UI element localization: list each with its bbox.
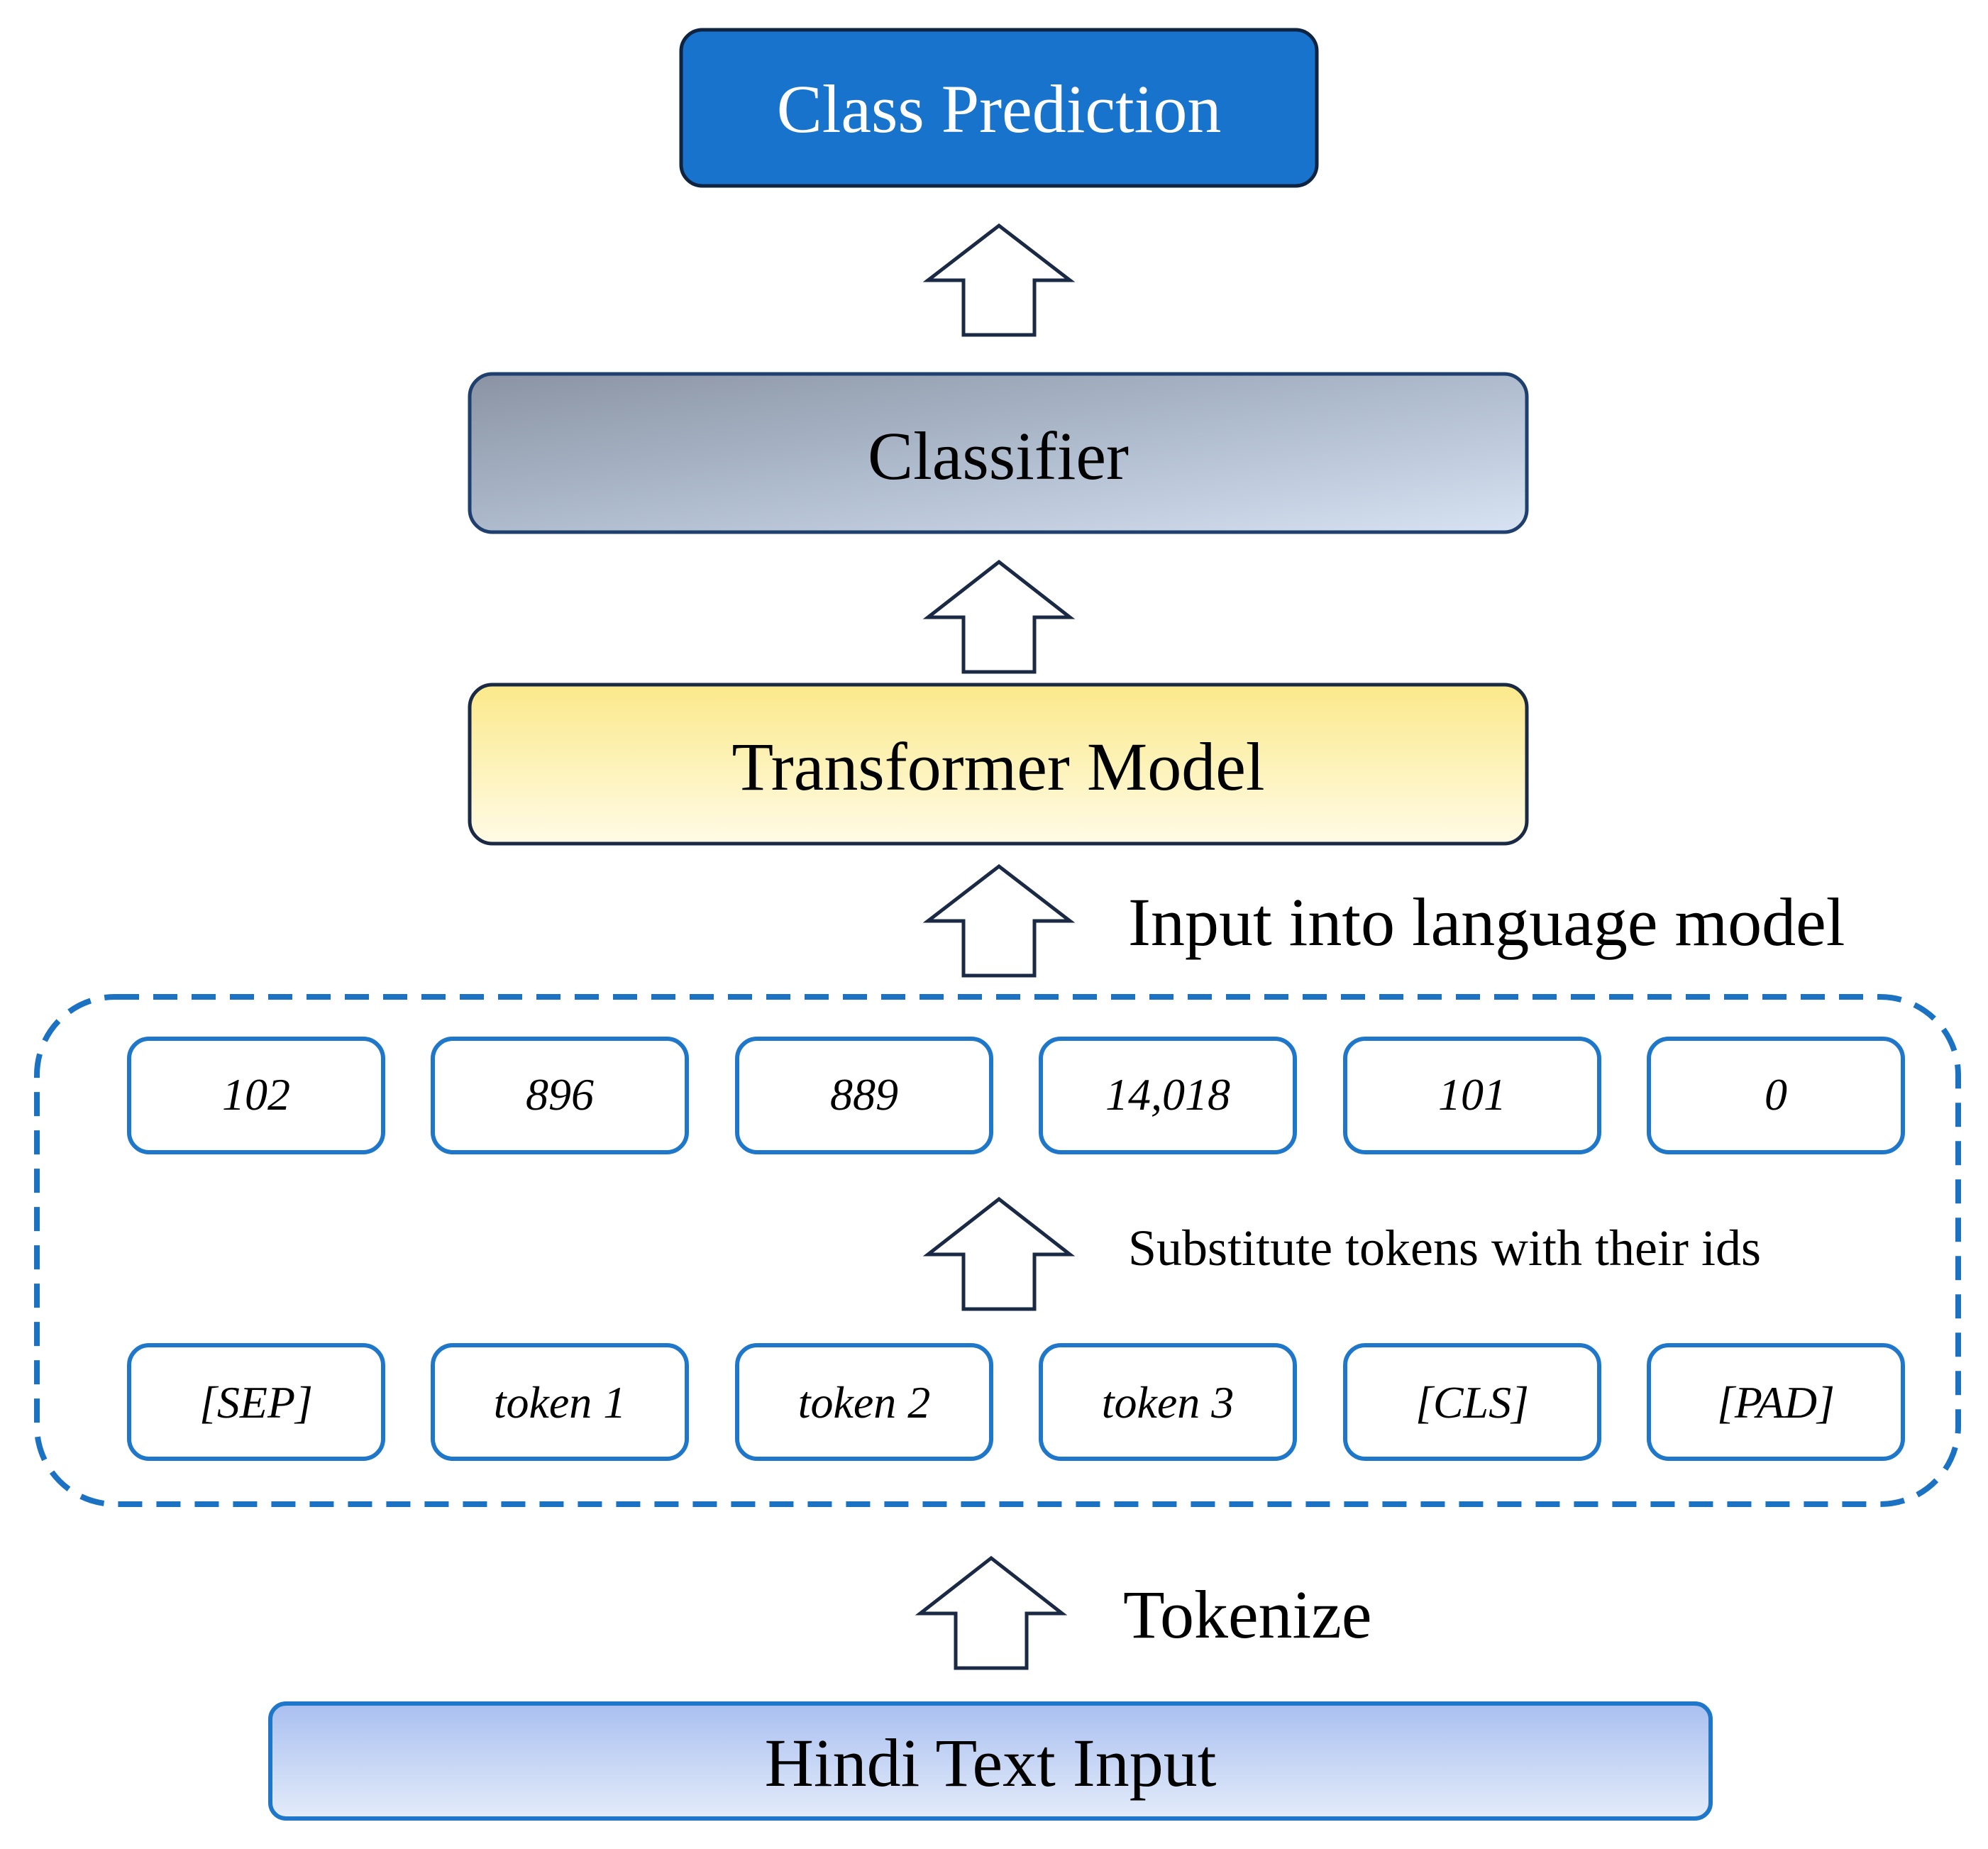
up-arrow-icon xyxy=(922,559,1076,674)
token-id-box: 102 xyxy=(127,1037,385,1154)
token-id-value: 896 xyxy=(526,1069,594,1120)
up-arrow-icon xyxy=(922,223,1076,337)
up-arrow-icon xyxy=(922,1196,1076,1311)
tokenization-container xyxy=(34,994,1961,1507)
class-prediction-box: Class Prediction xyxy=(679,28,1319,188)
token-box: [SEP] xyxy=(127,1343,385,1461)
transformer-model-label: Transformer Model xyxy=(731,729,1264,805)
token-id-value: 14,018 xyxy=(1105,1069,1230,1120)
token-id-box: 14,018 xyxy=(1039,1037,1297,1154)
hindi-text-input-label: Hindi Text Input xyxy=(765,1725,1217,1801)
token-box: [PAD] xyxy=(1647,1343,1905,1461)
token-label: token 1 xyxy=(494,1377,626,1428)
token-id-box: 0 xyxy=(1647,1037,1905,1154)
token-box: [CLS] xyxy=(1343,1343,1601,1461)
token-id-row: 102 896 889 14,018 101 0 xyxy=(127,1037,1905,1154)
classifier-label: Classifier xyxy=(868,418,1129,494)
token-box: token 3 xyxy=(1039,1343,1297,1461)
token-id-box: 896 xyxy=(431,1037,689,1154)
token-label: token 2 xyxy=(798,1377,931,1428)
token-id-box: 101 xyxy=(1343,1037,1601,1154)
classifier-box: Classifier xyxy=(468,372,1529,534)
input-into-language-model-label: Input into language model xyxy=(1128,884,1845,960)
transformer-model-box: Transformer Model xyxy=(468,683,1529,846)
token-label: [PAD] xyxy=(1717,1377,1835,1428)
token-id-value: 889 xyxy=(830,1069,898,1120)
tokenize-label: Tokenize xyxy=(1123,1577,1371,1652)
token-label: [SEP] xyxy=(199,1377,313,1428)
token-box: token 2 xyxy=(735,1343,993,1461)
up-arrow-icon xyxy=(915,1555,1068,1670)
token-label: token 3 xyxy=(1102,1377,1235,1428)
substitute-tokens-label: Substitute tokens with their ids xyxy=(1128,1220,1761,1276)
token-label: [CLS] xyxy=(1415,1377,1529,1428)
token-id-value: 102 xyxy=(222,1069,290,1120)
class-prediction-label: Class Prediction xyxy=(777,71,1222,147)
hindi-text-input-box: Hindi Text Input xyxy=(268,1701,1713,1821)
token-row: [SEP] token 1 token 2 token 3 [CLS] [PAD… xyxy=(127,1343,1905,1461)
token-id-value: 0 xyxy=(1765,1069,1787,1120)
up-arrow-icon xyxy=(922,863,1076,978)
token-id-value: 101 xyxy=(1438,1069,1506,1120)
token-id-box: 889 xyxy=(735,1037,993,1154)
token-box: token 1 xyxy=(431,1343,689,1461)
